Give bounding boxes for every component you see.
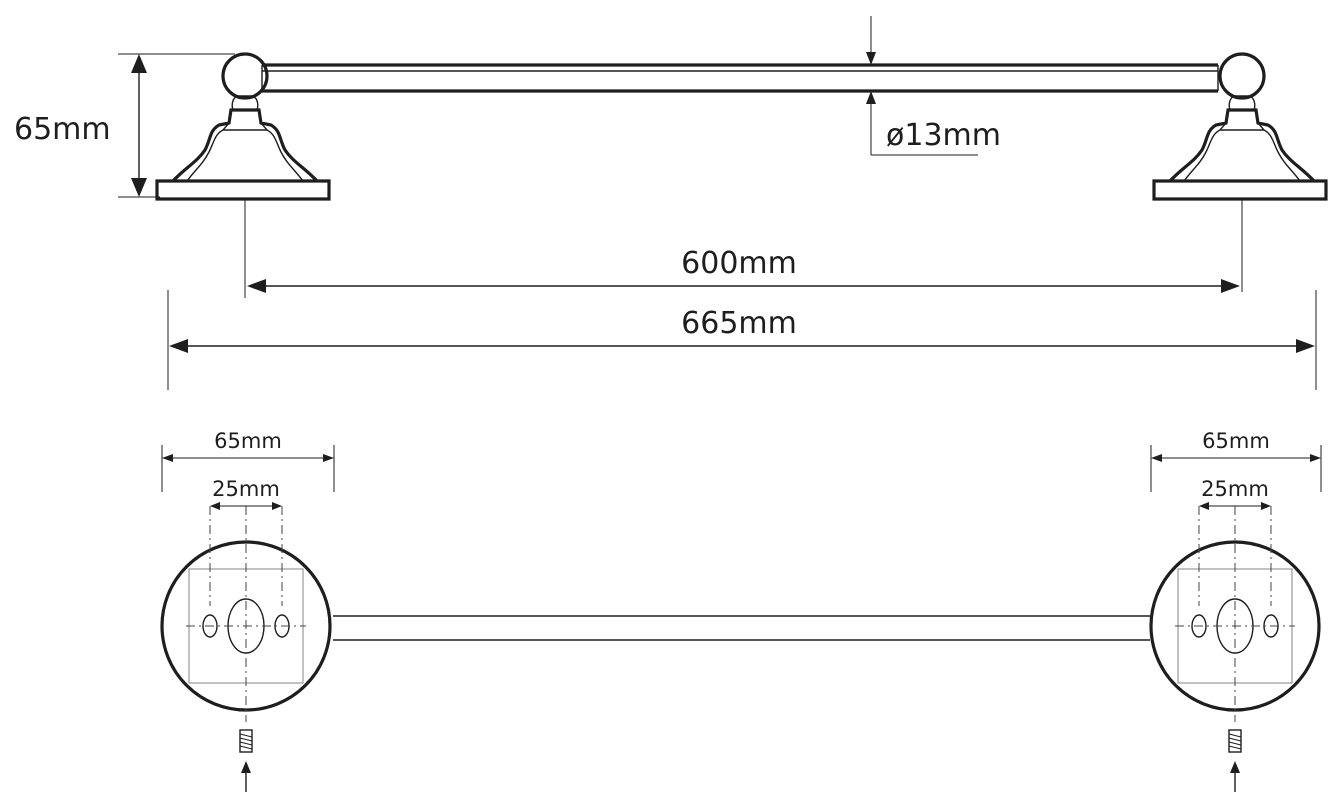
rod-diameter-label: ø13mm xyxy=(886,118,1001,153)
height-dimension: 65mm xyxy=(14,53,235,198)
side-view: 65mm ø13mm 600mm 665mm xyxy=(14,16,1328,390)
left-mounting-plate xyxy=(160,504,332,794)
top-view-rod xyxy=(333,615,1150,641)
center-distance-dimension: 600mm xyxy=(244,199,1243,298)
overall-length-label: 665mm xyxy=(681,306,797,341)
top-view: 65mm 25mm 65mm 25mm xyxy=(160,429,1322,794)
diameter-dimension: ø13mm xyxy=(866,16,1001,156)
right-base-width-label: 65mm xyxy=(1202,429,1270,453)
right-mounting-plate xyxy=(1149,504,1321,794)
right-wall-bracket xyxy=(1152,52,1328,201)
left-hole-spacing-label: 25mm xyxy=(212,477,280,501)
height-label: 65mm xyxy=(14,112,111,147)
left-wall-bracket xyxy=(155,52,331,201)
right-base-width-dimension: 65mm xyxy=(1150,429,1322,492)
towel-rail-rod xyxy=(261,63,1219,93)
left-base-width-label: 65mm xyxy=(214,429,282,453)
left-hole-spacing-dimension: 25mm xyxy=(210,477,282,510)
right-hole-spacing-label: 25mm xyxy=(1201,477,1269,501)
center-distance-label: 600mm xyxy=(681,246,797,281)
left-base-width-dimension: 65mm xyxy=(161,429,335,492)
right-hole-spacing-dimension: 25mm xyxy=(1199,477,1271,510)
overall-length-dimension: 665mm xyxy=(167,290,1317,390)
